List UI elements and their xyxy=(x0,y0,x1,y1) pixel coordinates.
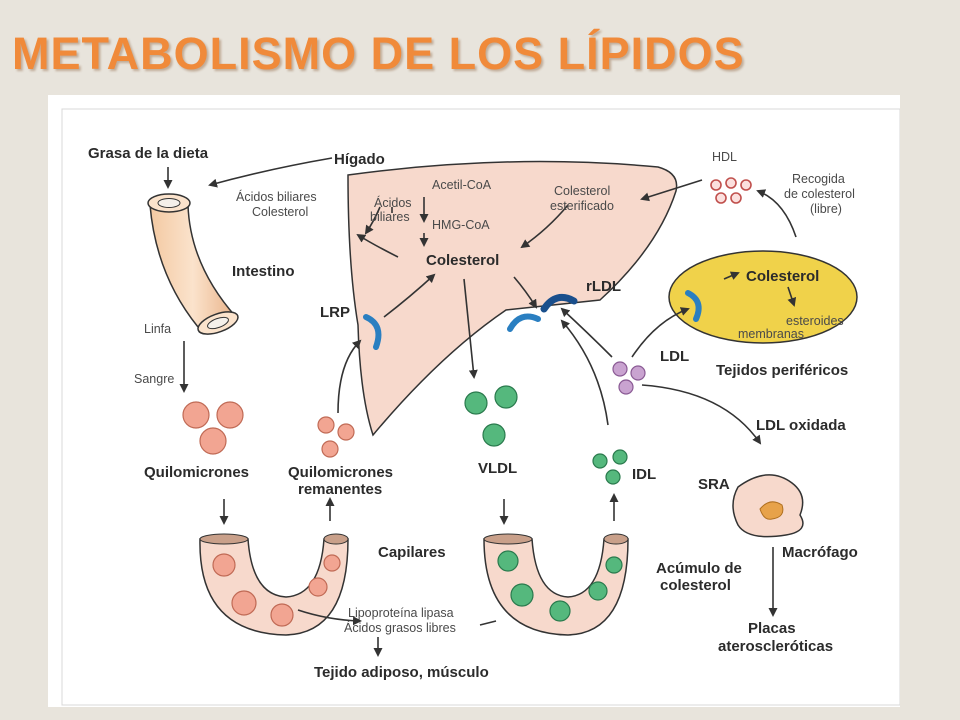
label-sra: SRA xyxy=(698,476,730,493)
peripheral-tissue-cell xyxy=(668,250,858,344)
label-sangre: Sangre xyxy=(134,372,174,386)
label-acumulo-2: colesterol xyxy=(660,577,731,594)
capillary-right xyxy=(483,533,629,636)
liver-shape xyxy=(347,160,678,437)
intestine-icon xyxy=(147,193,239,335)
label-tejidos-perifericos: Tejidos periféricos xyxy=(716,362,848,379)
label-colesterol-esterificado-2: esterificado xyxy=(550,199,614,213)
label-colesterol-periferico: Colesterol xyxy=(746,268,819,285)
label-capilares: Capilares xyxy=(378,544,446,561)
label-quilomicrones-remanentes-2: remanentes xyxy=(298,481,382,498)
label-idl: IDL xyxy=(632,466,656,483)
vldl-particles xyxy=(464,385,518,447)
flow-arrows xyxy=(163,157,797,657)
chylomicron-remnant-particles xyxy=(317,416,355,458)
lipid-metabolism-diagram: Grasa de la dieta Hígado Ácidos biliares… xyxy=(48,95,900,707)
label-placas-1: Placas xyxy=(748,620,796,637)
label-quilomicrones-remanentes-1: Quilomicrones xyxy=(288,464,393,481)
label-membranas: membranas xyxy=(738,327,804,341)
idl-particles xyxy=(592,449,628,485)
label-acumulo-1: Acúmulo de xyxy=(656,560,742,577)
label-esteroides: esteroides xyxy=(786,314,844,328)
macrophage-cell xyxy=(732,474,804,538)
label-recogida-2: de colesterol xyxy=(784,187,855,201)
label-lipoproteina-lipasa: Lipoproteína lipasa xyxy=(348,606,454,620)
label-hdl: HDL xyxy=(712,150,737,164)
label-colesterol-higado: Colesterol xyxy=(426,252,499,269)
label-acidos-biliares-colesterol-1: Ácidos biliares xyxy=(236,189,317,204)
label-colesterol-esterificado-1: Colesterol xyxy=(554,184,610,198)
label-acetil-coa: Acetil-CoA xyxy=(432,178,492,192)
label-acidos-grasos: Ácidos grasos libres xyxy=(344,620,456,635)
lrp-receptor xyxy=(363,314,382,350)
label-ldl-oxidada: LDL oxidada xyxy=(756,417,846,434)
label-hmg-coa: HMG-CoA xyxy=(432,218,490,232)
ldl-particles xyxy=(612,361,646,395)
label-acidos-1: Ácidos xyxy=(374,195,412,210)
label-linfa: Linfa xyxy=(144,322,171,336)
label-rldl: rLDL xyxy=(586,278,621,295)
label-quilomicrones: Quilomicrones xyxy=(144,464,249,481)
label-placas-2: ateroscleróticas xyxy=(718,638,833,655)
label-grasa-dieta: Grasa de la dieta xyxy=(88,145,209,162)
label-higado: Hígado xyxy=(334,151,385,168)
rldl-receptor-1 xyxy=(507,313,541,332)
label-acidos-biliares-colesterol-2: Colesterol xyxy=(252,205,308,219)
chylomicron-particles xyxy=(182,401,244,455)
label-macrofago: Macrófago xyxy=(782,544,858,561)
label-acidos-2: biliares xyxy=(370,210,410,224)
label-recogida-3: (libre) xyxy=(810,202,842,216)
capillary-right-particles xyxy=(497,550,623,622)
label-recogida-1: Recogida xyxy=(792,172,845,186)
hdl-particles xyxy=(710,177,752,204)
label-vldl: VLDL xyxy=(478,460,517,477)
capillary-left-particles xyxy=(212,553,341,627)
slide-title: METABOLISMO DE LOS LÍPIDOS xyxy=(12,28,745,79)
label-tejido-adiposo: Tejido adiposo, músculo xyxy=(314,664,489,681)
rldl-receptor-2 xyxy=(540,293,578,313)
label-intestino: Intestino xyxy=(232,263,295,280)
label-ldl: LDL xyxy=(660,348,689,365)
label-lrp: LRP xyxy=(320,304,350,321)
